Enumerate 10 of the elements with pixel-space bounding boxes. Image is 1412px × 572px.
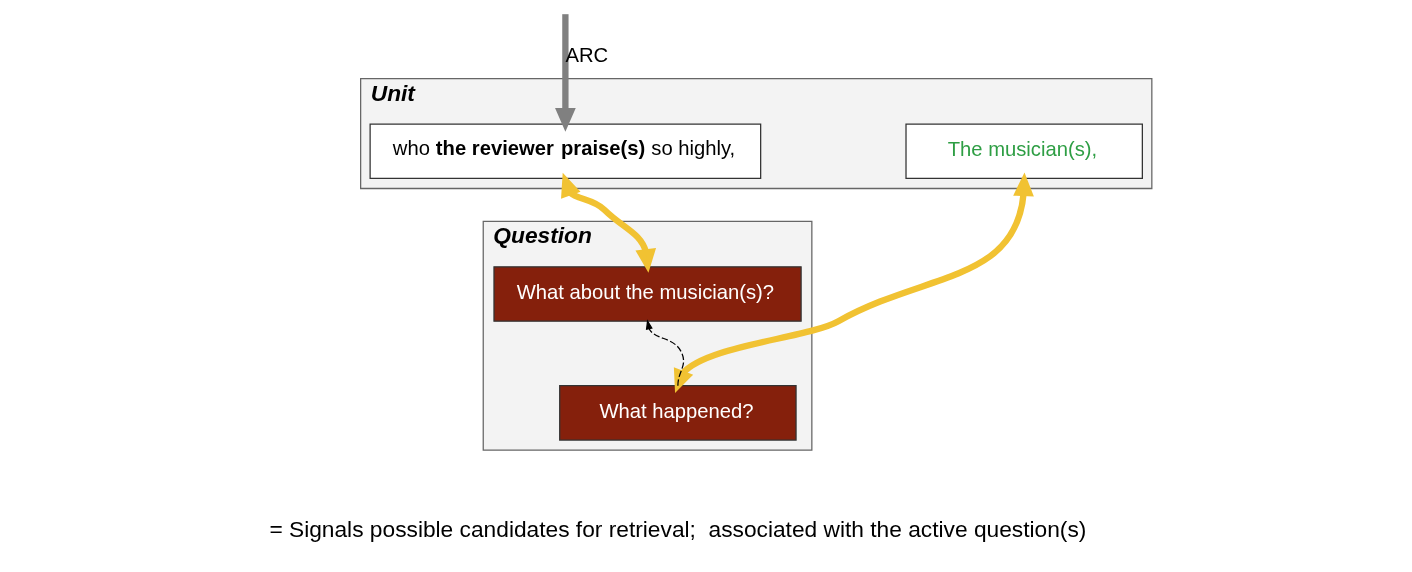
arrow: [555, 14, 576, 132]
arrow: [561, 172, 657, 273]
arrow: [673, 172, 1034, 394]
node-box: The musician(s),: [905, 123, 1143, 179]
edge-label: ARC: [565, 43, 609, 66]
arrow: [645, 319, 685, 387]
node-box: What happened?: [559, 385, 797, 441]
node-box: who the reviewer praise(s) so highly,: [369, 123, 762, 179]
node-box: What about the musician(s)?: [493, 266, 802, 322]
legend-label: = Signals possible candidates for retrieval; associated with the active question(s): [269, 516, 1087, 543]
